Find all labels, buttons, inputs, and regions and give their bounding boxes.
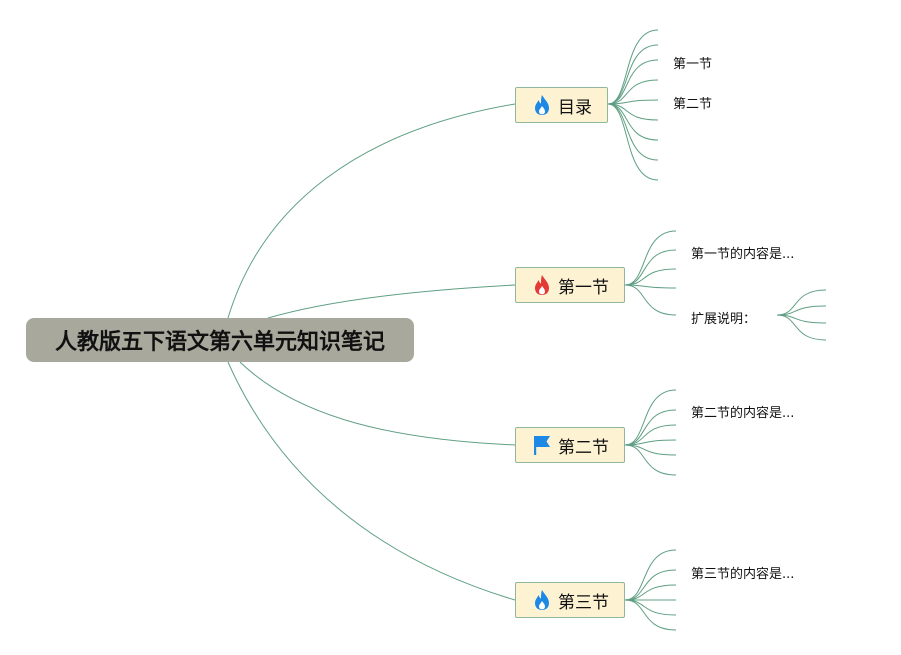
leaf-line-section-1-1: [624, 230, 677, 286]
leaf-line-section-3-1: [624, 549, 677, 601]
leaf-section-3-content[interactable]: 第三节的内容是...: [691, 567, 795, 582]
branch-line-section-1: [267, 284, 516, 319]
leaf-line-section-3-5: [624, 599, 677, 616]
topic-contents[interactable]: 目录: [515, 87, 608, 123]
root-topic[interactable]: 人教版五下语文第六单元知识笔记: [26, 318, 414, 362]
leaf-line-contents-1: [607, 29, 659, 105]
topic-section-2-label: 第二节: [558, 437, 609, 458]
leaf-line-contents-7: [607, 103, 659, 141]
leaf-line-contents-9: [607, 103, 659, 181]
leaf-line-section-2-1: [624, 389, 677, 446]
topic-contents-label: 目录: [558, 97, 592, 118]
red-flame-icon: [535, 275, 549, 295]
blue-flame-icon: [535, 590, 549, 610]
topic-section-1[interactable]: 第一节: [515, 267, 625, 303]
root-topic-label: 人教版五下语文第六单元知识笔记: [54, 330, 385, 355]
leaf-contents-section-2[interactable]: 第二节: [673, 97, 713, 112]
topic-section-3[interactable]: 第三节: [515, 582, 625, 618]
leaf-line-section-1-5: [624, 284, 677, 316]
leaf-section-1-extension[interactable]: 扩展说明：: [691, 312, 757, 327]
leaf-line-extension-2: [776, 305, 827, 316]
leaf-line-contents-2: [607, 44, 659, 105]
branch-line-section-2: [239, 361, 516, 446]
leaf-line-contents-4: [607, 79, 659, 105]
leaf-section-2-content[interactable]: 第二节的内容是...: [691, 406, 795, 421]
topic-section-3-label: 第三节: [558, 592, 609, 613]
leaf-line-contents-8: [607, 103, 659, 161]
blue-flag-icon: [534, 436, 550, 455]
leaf-line-section-2-6: [624, 444, 677, 476]
leaf-line-section-1-3: [624, 268, 677, 286]
branch-line-section-3: [227, 361, 516, 601]
leaf-contents-section-1[interactable]: 第一节: [673, 57, 713, 72]
topic-section-1-label: 第一节: [558, 277, 609, 298]
leaf-line-contents-3: [607, 59, 659, 105]
topic-section-2[interactable]: 第二节: [515, 427, 625, 463]
leaf-line-extension-4: [776, 314, 827, 341]
leaf-line-section-3-6: [624, 599, 677, 631]
leaf-line-section-1-2: [624, 249, 677, 286]
leaf-line-section-1-4: [624, 284, 677, 289]
leaf-section-1-content[interactable]: 第一节的内容是...: [691, 247, 795, 262]
blue-flame-icon: [535, 95, 549, 115]
branch-line-contents: [227, 103, 516, 319]
leaf-line-extension-1: [776, 289, 827, 316]
